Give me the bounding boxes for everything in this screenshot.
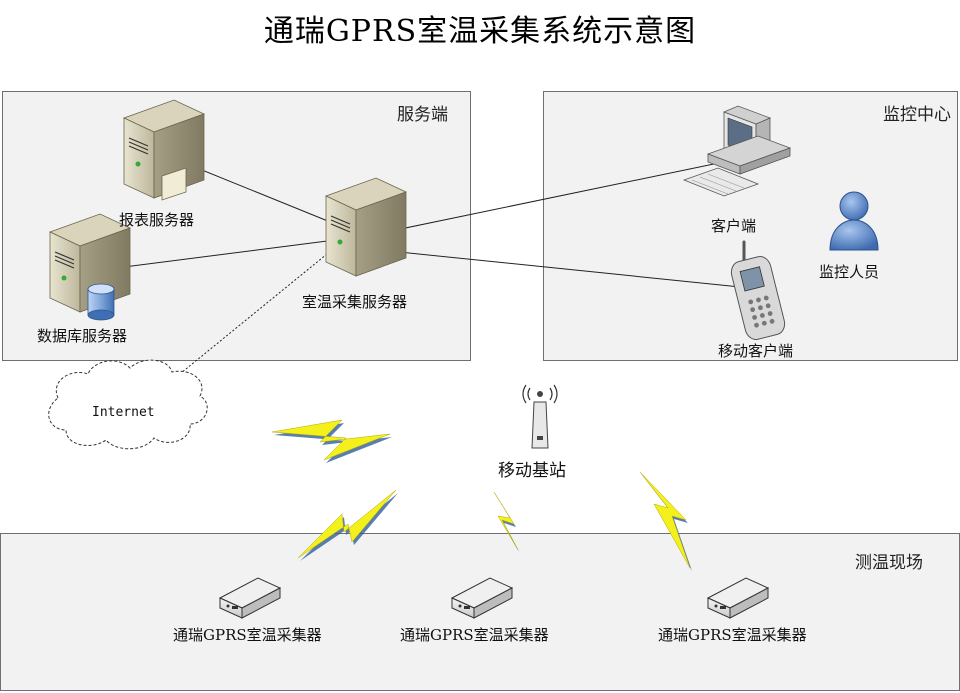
lightning-bolt-1: [271, 419, 392, 463]
server-region-label: 服务端: [397, 105, 448, 125]
mobile-phone-icon: [730, 240, 786, 340]
arrow-collection-to-internet: [169, 246, 335, 383]
database-cylinder-icon: [87, 283, 115, 321]
base-station-icon: [522, 384, 558, 449]
monitor-person-label: 监控人员: [819, 263, 880, 281]
connection-arrows: [92, 153, 758, 383]
collector-device-icon-2: [450, 577, 514, 619]
collector-label-3: 通瑞GPRS室温采集器: [658, 626, 807, 644]
monitor-person-icon: [829, 191, 879, 251]
mobile-client-label: 移动客户端: [718, 342, 794, 360]
collector-device-icon-1: [218, 577, 282, 619]
collection-server-label: 室温采集服务器: [302, 293, 408, 311]
lightning-bolt-3: [493, 491, 520, 553]
report-server-label: 报表服务器: [119, 211, 195, 229]
internet-label: Internet: [92, 405, 155, 420]
monitor-region-label: 监控中心: [883, 105, 951, 125]
diagram-title: 通瑞GPRS室温采集系统示意图: [263, 14, 697, 49]
database-server-label: 数据库服务器: [37, 327, 128, 345]
collector-label-2: 通瑞GPRS室温采集器: [400, 626, 549, 644]
lightning-bolt-2: [297, 489, 398, 561]
internet-cloud-icon: [48, 359, 208, 450]
collector-device-icon-3: [706, 577, 770, 619]
field-region-label: 测温现场: [855, 553, 923, 573]
client-label: 客户端: [711, 217, 757, 235]
arrow-mobile-to-collection: [359, 244, 758, 293]
collector-label-1: 通瑞GPRS室温采集器: [173, 626, 322, 644]
client-computer-icon: [682, 105, 792, 197]
lightning-bolt-4: [639, 471, 692, 571]
collection-server-icon: [324, 177, 408, 277]
base-station-label: 移动基站: [498, 461, 566, 481]
report-server-icon: [122, 99, 206, 201]
lightning-bolts: [271, 419, 692, 571]
arrow-client-to-collection: [361, 154, 741, 240]
